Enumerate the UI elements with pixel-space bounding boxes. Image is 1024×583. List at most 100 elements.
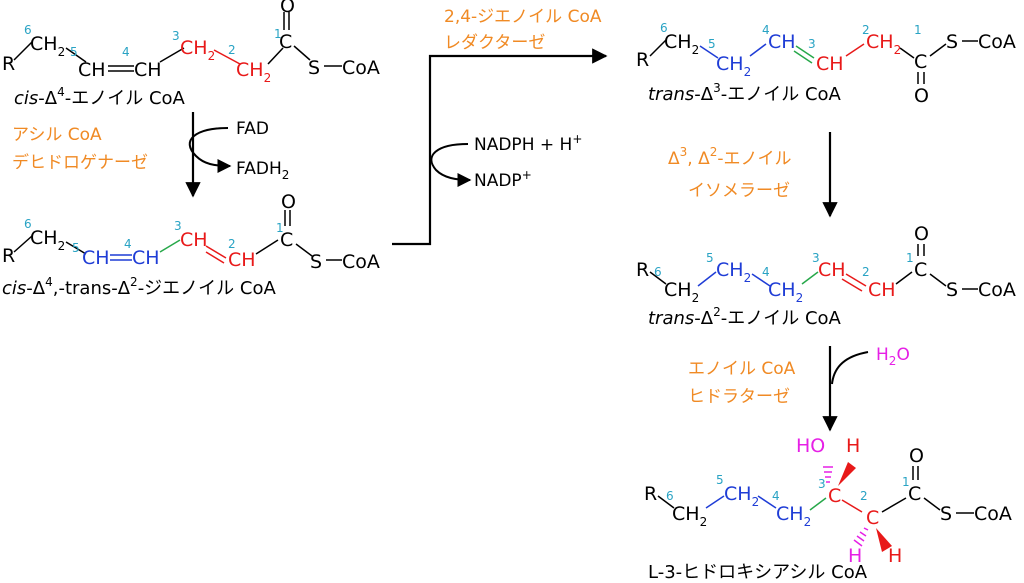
r-group-label: R xyxy=(2,53,15,75)
ch-c3: CH xyxy=(816,53,844,75)
ch2-c4: CH2 xyxy=(776,503,811,529)
ch2-c6: CH2 xyxy=(30,33,65,59)
hashed-bond-h-c2 xyxy=(853,527,869,547)
cofactor-curved-arrow xyxy=(188,127,232,173)
carbon-number-4: 4 xyxy=(124,237,132,251)
hashed-bond-oh xyxy=(823,466,833,483)
r-group-label: R xyxy=(2,245,15,267)
coa-label: CoA xyxy=(342,251,380,273)
acyl-coa-dehydrogenase-step: FAD FADH2 アシル CoA デヒドロゲナーゼ xyxy=(12,112,289,198)
sulfur: S xyxy=(308,57,320,79)
nadp-label: NADP+ xyxy=(474,168,532,191)
carbon-number-4: 4 xyxy=(762,265,770,279)
water-label: H2O xyxy=(876,345,910,368)
enzyme-dienoyl-reductase-line2: レダクターゼ xyxy=(444,33,545,53)
cis-trans-dienoyl-coa-structure: R CH2 6 5 CH 4 CH 3 CH 2 CH 1 C O S CoA … xyxy=(2,191,380,299)
carbon-number-4: 4 xyxy=(122,45,130,59)
enzyme-isomerase-line2: イソメラーゼ xyxy=(688,181,790,201)
carbon-number-1: 1 xyxy=(276,221,284,235)
cis-delta4-enoyl-coa-structure: R CH2 6 5 CH 4 CH 3 CH2 2 CH2 1 C O S Co… xyxy=(2,0,380,109)
carbonyl-oxygen: O xyxy=(909,445,924,467)
carbon-number-4: 4 xyxy=(762,23,770,37)
carbon-number-1: 1 xyxy=(274,27,282,41)
carbon-number-4: 4 xyxy=(772,489,780,503)
coa-label: CoA xyxy=(978,31,1016,53)
carbon-number-6: 6 xyxy=(24,217,32,231)
enzyme-acyl-coa-dehydrogenase-line2: デヒドロゲナーゼ xyxy=(12,152,148,173)
ch2-c2: CH2 xyxy=(236,59,271,85)
fadh2-label: FADH2 xyxy=(236,159,289,182)
carbonyl-carbon: C xyxy=(914,259,927,281)
carbon-number-3: 3 xyxy=(172,29,180,43)
ch-c3: CH xyxy=(818,259,846,281)
caption-cis-delta4-enoyl-coa: cis-Δ4-エノイル CoA xyxy=(14,85,186,109)
carbon-number-6: 6 xyxy=(654,265,662,279)
carbon-number-1: 1 xyxy=(906,251,914,265)
carbonyl-oxygen: O xyxy=(281,191,296,213)
enzyme-dienoyl-reductase-line1: 2,4-ジエノイル CoA xyxy=(444,7,602,27)
carbon-number-2: 2 xyxy=(860,489,868,503)
carbonyl-carbon: C xyxy=(908,483,921,505)
enzyme-hydratase-line1: エノイル CoA xyxy=(688,359,796,379)
carbonyl-oxygen: O xyxy=(280,0,295,17)
ch2-c6: CH2 xyxy=(30,227,65,253)
r-group-label: R xyxy=(636,49,649,71)
carbon-number-5: 5 xyxy=(72,241,80,255)
ch2-c3: CH2 xyxy=(180,37,215,63)
h-on-c3: H xyxy=(846,435,860,457)
carbon-number-6: 6 xyxy=(666,489,674,503)
caption-trans-delta3-enoyl-coa: trans-Δ3-エノイル CoA xyxy=(648,81,842,105)
ch-c2: CH xyxy=(228,249,256,271)
ch-c4: CH xyxy=(134,59,162,81)
h-wedge-on-c2: H xyxy=(888,545,902,567)
ch-c3: CH xyxy=(180,229,208,251)
trans-delta3-enoyl-coa-structure: R 6 CH2 5 CH2 4 CH 3 CH 2 CH2 1 C O S Co… xyxy=(636,21,1016,107)
dienoyl-coa-reductase-step: NADPH + H+ NADP+ 2,4-ジエノイル CoA レダクターゼ xyxy=(392,7,608,246)
enzyme-hydratase-line2: ヒドラターゼ xyxy=(688,387,790,407)
sulfur: S xyxy=(310,251,322,273)
caption-l-3-hydroxyacyl-coa: L-3-ヒドロキシアシル CoA xyxy=(648,562,868,583)
caption-cis-trans-dienoyl-coa: cis-Δ4,-trans-Δ2-ジエノイル CoA xyxy=(2,275,276,299)
hydroxyl-group: HO xyxy=(796,435,825,457)
carbonyl-carbon: C xyxy=(279,31,292,53)
sulfur: S xyxy=(946,31,958,53)
carbonyl-carbon: C xyxy=(914,51,927,73)
carbon-number-5: 5 xyxy=(706,251,714,265)
carbon-number-5: 5 xyxy=(70,45,78,59)
ch2-c4: CH2 xyxy=(768,279,803,305)
carbonyl-carbon: C xyxy=(280,229,293,251)
h-hashed-on-c2: H xyxy=(848,545,862,567)
carbon-number-2: 2 xyxy=(228,43,236,57)
wedge-bond-h-c2 xyxy=(876,528,892,552)
r-group-label: R xyxy=(636,259,649,281)
carbon-number-5: 5 xyxy=(716,473,724,487)
coa-label: CoA xyxy=(974,503,1012,525)
carbon-number-2: 2 xyxy=(862,23,870,37)
carbon-number-2: 2 xyxy=(228,237,236,251)
ch-c5: CH xyxy=(78,59,106,81)
nadph-curved-arrow xyxy=(430,143,472,187)
carbon-number-6: 6 xyxy=(24,23,32,37)
sulfur: S xyxy=(946,279,958,301)
carbonyl-oxygen: O xyxy=(914,223,929,245)
carbon-number-3: 3 xyxy=(818,477,826,491)
carbon-number-6: 6 xyxy=(660,21,668,35)
enoyl-coa-isomerase-step: Δ3, Δ2-エノイル イソメラーゼ xyxy=(668,132,838,218)
trans-delta2-enoyl-coa-structure: R 6 CH2 5 CH2 4 CH2 3 CH 2 CH 1 C O S Co… xyxy=(636,223,1016,329)
carbon-number-1: 1 xyxy=(902,475,910,489)
ch2-c5: CH2 xyxy=(716,259,751,285)
carbon-number-3: 3 xyxy=(808,37,816,51)
enzyme-acyl-coa-dehydrogenase-line1: アシル CoA xyxy=(12,125,102,145)
coa-label: CoA xyxy=(978,279,1016,301)
fad-label: FAD xyxy=(236,119,269,139)
nadph-label: NADPH + H+ xyxy=(474,132,582,155)
carbon-number-3: 3 xyxy=(174,219,182,233)
ch-c4: CH xyxy=(768,31,796,53)
ch-c4: CH xyxy=(132,247,160,269)
enoyl-coa-hydratase-step: H2O エノイル CoA ヒドラターゼ xyxy=(688,345,910,432)
ch2-c6: CH2 xyxy=(672,503,707,529)
wedge-bond-h-c3 xyxy=(838,462,856,486)
carbonyl-oxygen: O xyxy=(914,85,929,107)
carbon-number-3: 3 xyxy=(812,251,820,265)
c2-carbon: C xyxy=(866,507,879,529)
